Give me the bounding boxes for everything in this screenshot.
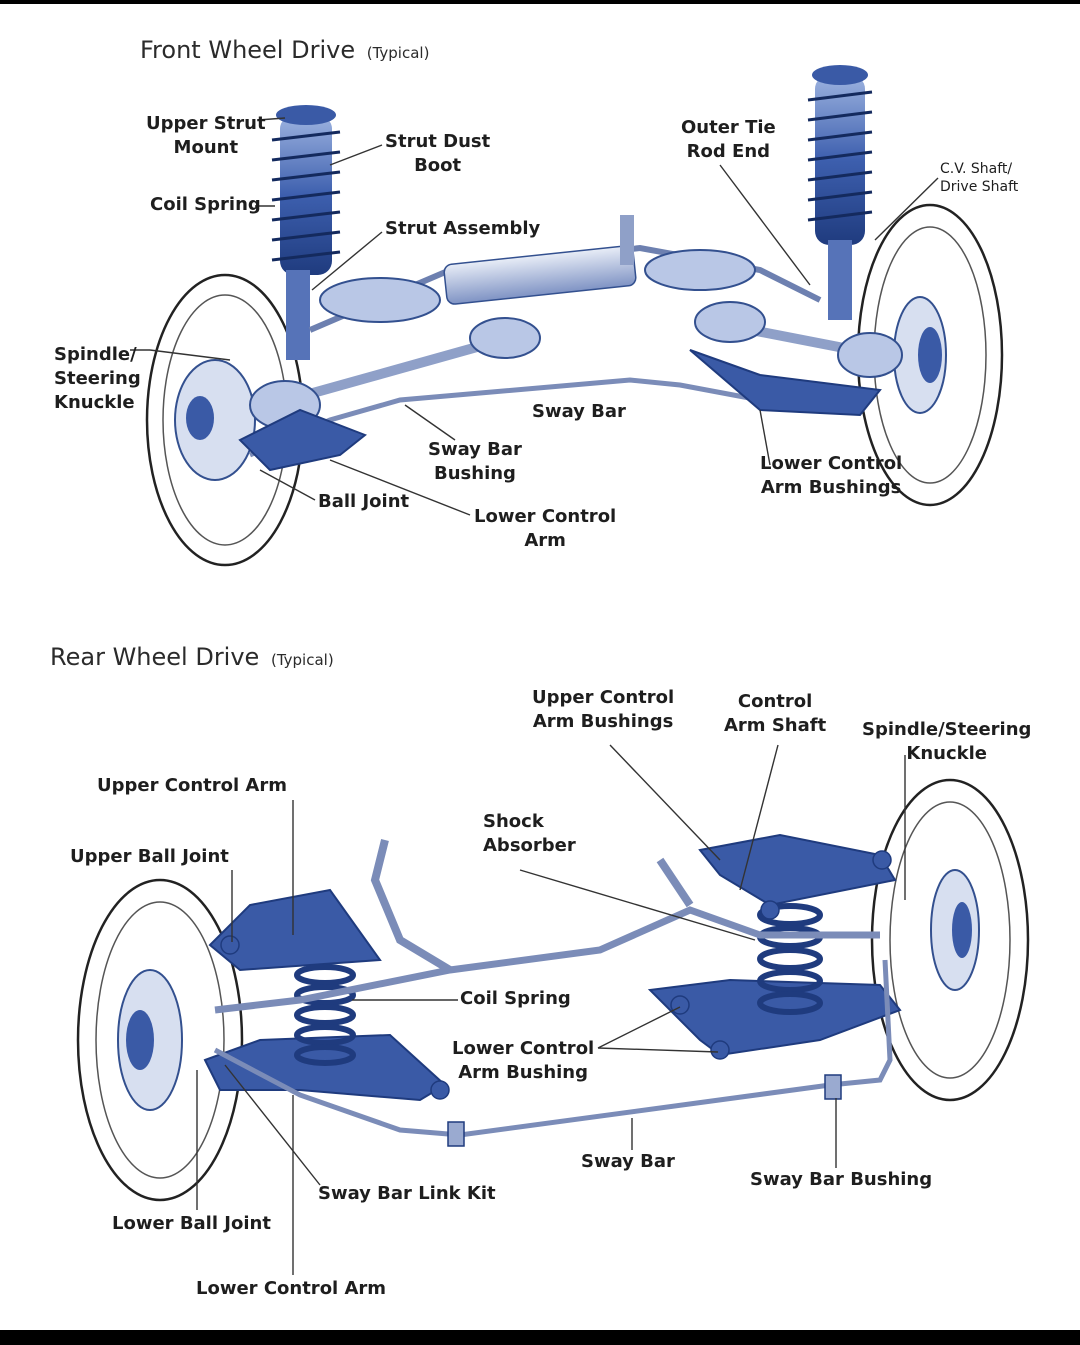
rear-left-coil-spring [294,964,356,1066]
label-control-arm-shaft: Control Arm Shaft [724,691,827,736]
label-ball-joint: Ball Joint [318,491,410,512]
label-sway-bar-bushing-front: Sway Bar Bushing [428,439,522,484]
label-upper-control-arm-bushings: Upper Control Arm Bushings [532,687,675,732]
label-outer-tie-rod-end: Outer Tie Rod End [681,117,776,162]
front-assembly [145,65,1004,567]
rear-leader-lines [196,744,906,1275]
label-sway-bar-rear: Sway Bar [581,1151,675,1172]
front-left-wheel [145,273,305,567]
label-lower-control-arm-bushings-front: Lower Control Arm Bushings [760,453,903,498]
front-subtitle: (Typical) [366,44,430,62]
label-cv-shaft: C.V. Shaft/ Drive Shaft [940,161,1019,195]
rear-pitman-arm [370,839,453,974]
front-title: Front Wheel Drive [140,36,356,64]
rear-right-coil-spring [757,903,823,1015]
label-lower-control-arm-rear: Lower Control Arm [196,1278,387,1299]
bottom-frame-bar [0,1330,1080,1345]
top-frame-bar [0,0,1080,4]
front-leader-lines [130,117,939,516]
rear-section-title: Rear Wheel Drive (Typical) [50,643,334,671]
label-strut-assembly: Strut Assembly [385,218,541,239]
front-left-lower-control-arm [238,408,367,472]
label-upper-control-arm: Upper Control Arm [97,775,287,796]
rear-idler-arm [656,857,694,908]
label-lower-ball-joint: Lower Ball Joint [112,1213,271,1234]
label-lower-control-arm-bushing: Lower Control Arm Bushing [452,1038,595,1083]
rear-right-wheel [870,778,1030,1102]
label-sway-bar-front: Sway Bar [532,401,626,422]
rear-steering-linkage [214,906,880,1014]
front-steering-rack [308,215,822,333]
label-strut-dust-boot: Strut Dust Boot [385,131,491,176]
front-section-title: Front Wheel Drive (Typical) [140,36,429,64]
rear-left-wheel [76,878,244,1202]
label-upper-strut-mount: Upper Strut Mount [146,113,266,158]
rear-sway-bar [213,959,893,1138]
label-coil-spring-front: Coil Spring [150,194,261,215]
label-coil-spring-rear: Coil Spring [460,988,571,1009]
label-spindle-steering-knuckle-rear: Spindle/Steering Knuckle [862,719,1032,764]
rear-title: Rear Wheel Drive [50,643,260,671]
rear-right-lower-control-arm [647,978,902,1057]
label-spindle-steering-knuckle-front: Spindle/ Steering Knuckle [54,344,141,413]
label-shock-absorber: Shock Absorber [483,811,576,856]
label-sway-bar-bushing-rear: Sway Bar Bushing [750,1169,933,1190]
front-right-strut [807,65,873,320]
rear-left-upper-control-arm [208,888,382,972]
rear-subtitle: (Typical) [270,651,334,669]
rear-right-upper-control-arm [698,833,897,907]
label-sway-bar-link-kit: Sway Bar Link Kit [318,1183,496,1204]
label-lower-control-arm-front: Lower Control Arm [474,506,617,551]
front-drive-shafts [249,301,903,430]
label-upper-ball-joint: Upper Ball Joint [70,846,229,867]
front-right-lower-control-arm [689,349,882,417]
front-left-strut [271,105,341,360]
